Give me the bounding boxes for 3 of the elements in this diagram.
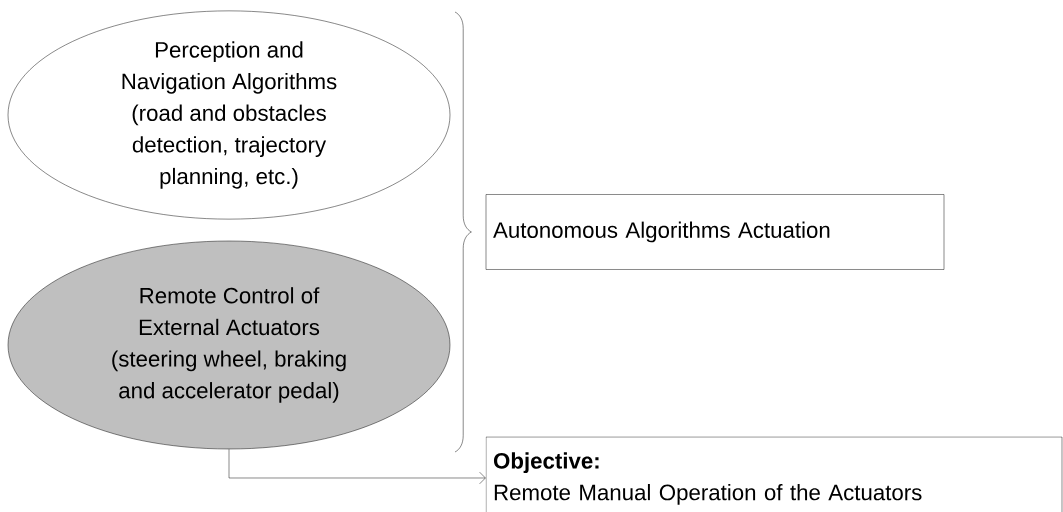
arrow <box>228 449 486 485</box>
objective-box: Objective: Remote Manual Operation of the Actuators <box>485 436 1063 512</box>
label-box: Autonomous Algorithms Actuation <box>485 194 945 270</box>
